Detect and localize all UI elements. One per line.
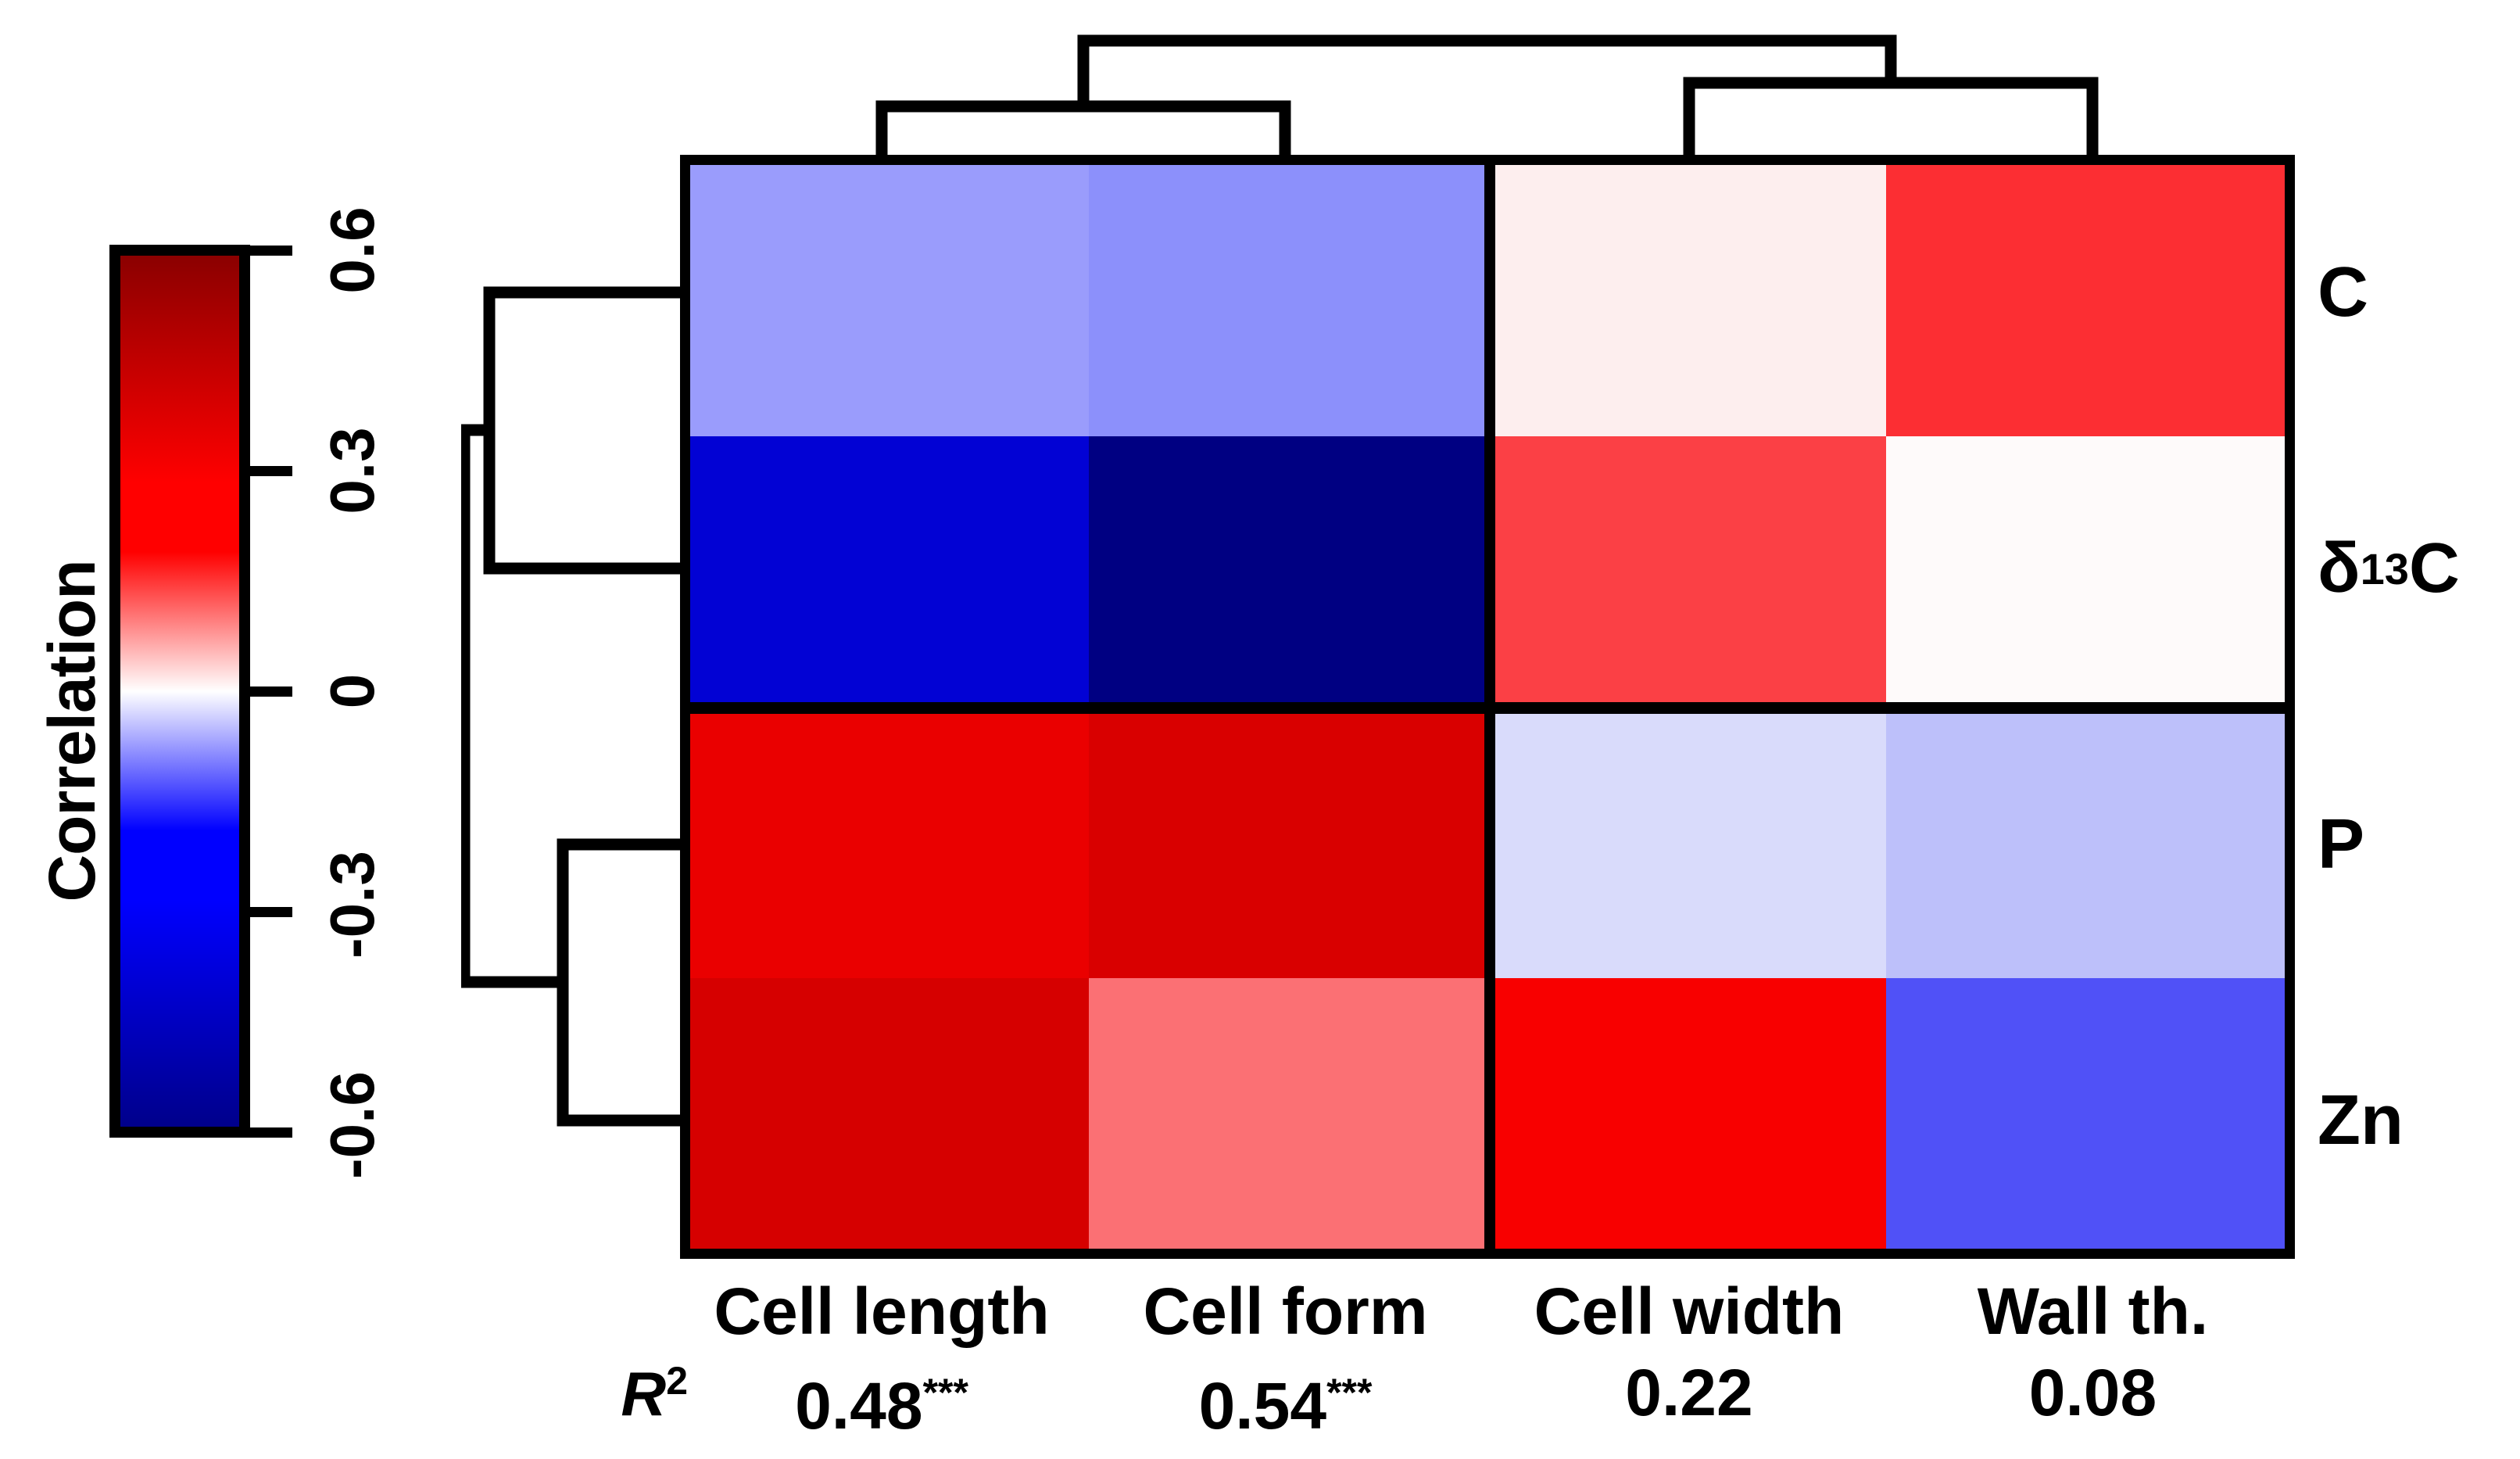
- r2-axis-label: R2: [621, 1359, 688, 1429]
- colorbar-tick-label: -0.3: [317, 851, 387, 959]
- column-name: Cell length: [714, 1274, 1050, 1348]
- heatmap-cell: [1089, 165, 1487, 436]
- row-cluster-separator: [680, 702, 2295, 714]
- column-r2-value: 0.48***: [795, 1369, 968, 1443]
- heatmap-cell: [1886, 977, 2285, 1249]
- colorbar-swatch: [109, 245, 250, 1138]
- column-labels: Cell length 0.48*** Cell form 0.54*** Cell w…: [680, 1271, 2295, 1458]
- colorbar-axis-label: Correlation: [35, 560, 109, 902]
- row-label: C: [2318, 253, 2368, 332]
- column-dendrogram: [875, 34, 2099, 155]
- heatmap-cell: [1886, 165, 2285, 436]
- heatmap-cell: [1487, 165, 1886, 436]
- colorbar-tick-label: 0: [317, 673, 387, 709]
- heatmap-cell: [690, 707, 1089, 978]
- column-name: Cell width: [1534, 1274, 1845, 1348]
- heatmap-cell: [690, 165, 1089, 436]
- heatmap-cell: [1886, 436, 2285, 707]
- colorbar-tick-mark: [250, 1127, 292, 1138]
- colorbar-tick-label: -0.6: [317, 1071, 387, 1179]
- colorbar-legend: Correlation 0.6 0.3 0 -0.3 -0.6: [0, 206, 387, 1179]
- colorbar-tick-mark: [250, 246, 292, 256]
- colorbar-gradient: [120, 256, 239, 1127]
- heatmap-grid: [680, 155, 2295, 1259]
- column-r2-value: 0.54***: [1198, 1369, 1373, 1443]
- heatmap-cell: [690, 977, 1089, 1249]
- heatmap-cell: [1886, 707, 2285, 978]
- column-label: Cell form 0.54***: [1084, 1271, 1487, 1458]
- heatmap-cell: [1487, 707, 1886, 978]
- column-name: Cell form: [1143, 1274, 1428, 1348]
- column-name: Wall th.: [1977, 1274, 2209, 1348]
- column-r2-value: 0.22: [1625, 1356, 1753, 1429]
- row-dendrogram: [461, 286, 680, 1127]
- heatmap-cell: [690, 436, 1089, 707]
- column-label: Wall th. 0.08: [1892, 1271, 2295, 1458]
- column-r2-value: 0.08: [2028, 1356, 2157, 1429]
- column-label: Cell length 0.48***: [680, 1271, 1083, 1458]
- colorbar-tick-mark: [250, 466, 292, 476]
- column-label: Cell width 0.22: [1487, 1271, 1891, 1458]
- row-label: P: [2318, 805, 2365, 884]
- heatmap-cell: [1089, 707, 1487, 978]
- heatmap-cell: [1089, 977, 1487, 1249]
- heatmap-cell: [1487, 977, 1886, 1249]
- heatmap-cell: [1089, 436, 1487, 707]
- colorbar-tick-label: 0.3: [317, 427, 387, 514]
- row-label: Zn: [2318, 1081, 2404, 1160]
- colorbar-tick-mark: [250, 686, 292, 697]
- colorbar-tick-mark: [250, 907, 292, 917]
- colorbar-tick-label: 0.6: [317, 206, 387, 294]
- colorbar-ticks: 0.6 0.3 0 -0.3 -0.6: [250, 206, 387, 1179]
- heatmap-cell: [1487, 436, 1886, 707]
